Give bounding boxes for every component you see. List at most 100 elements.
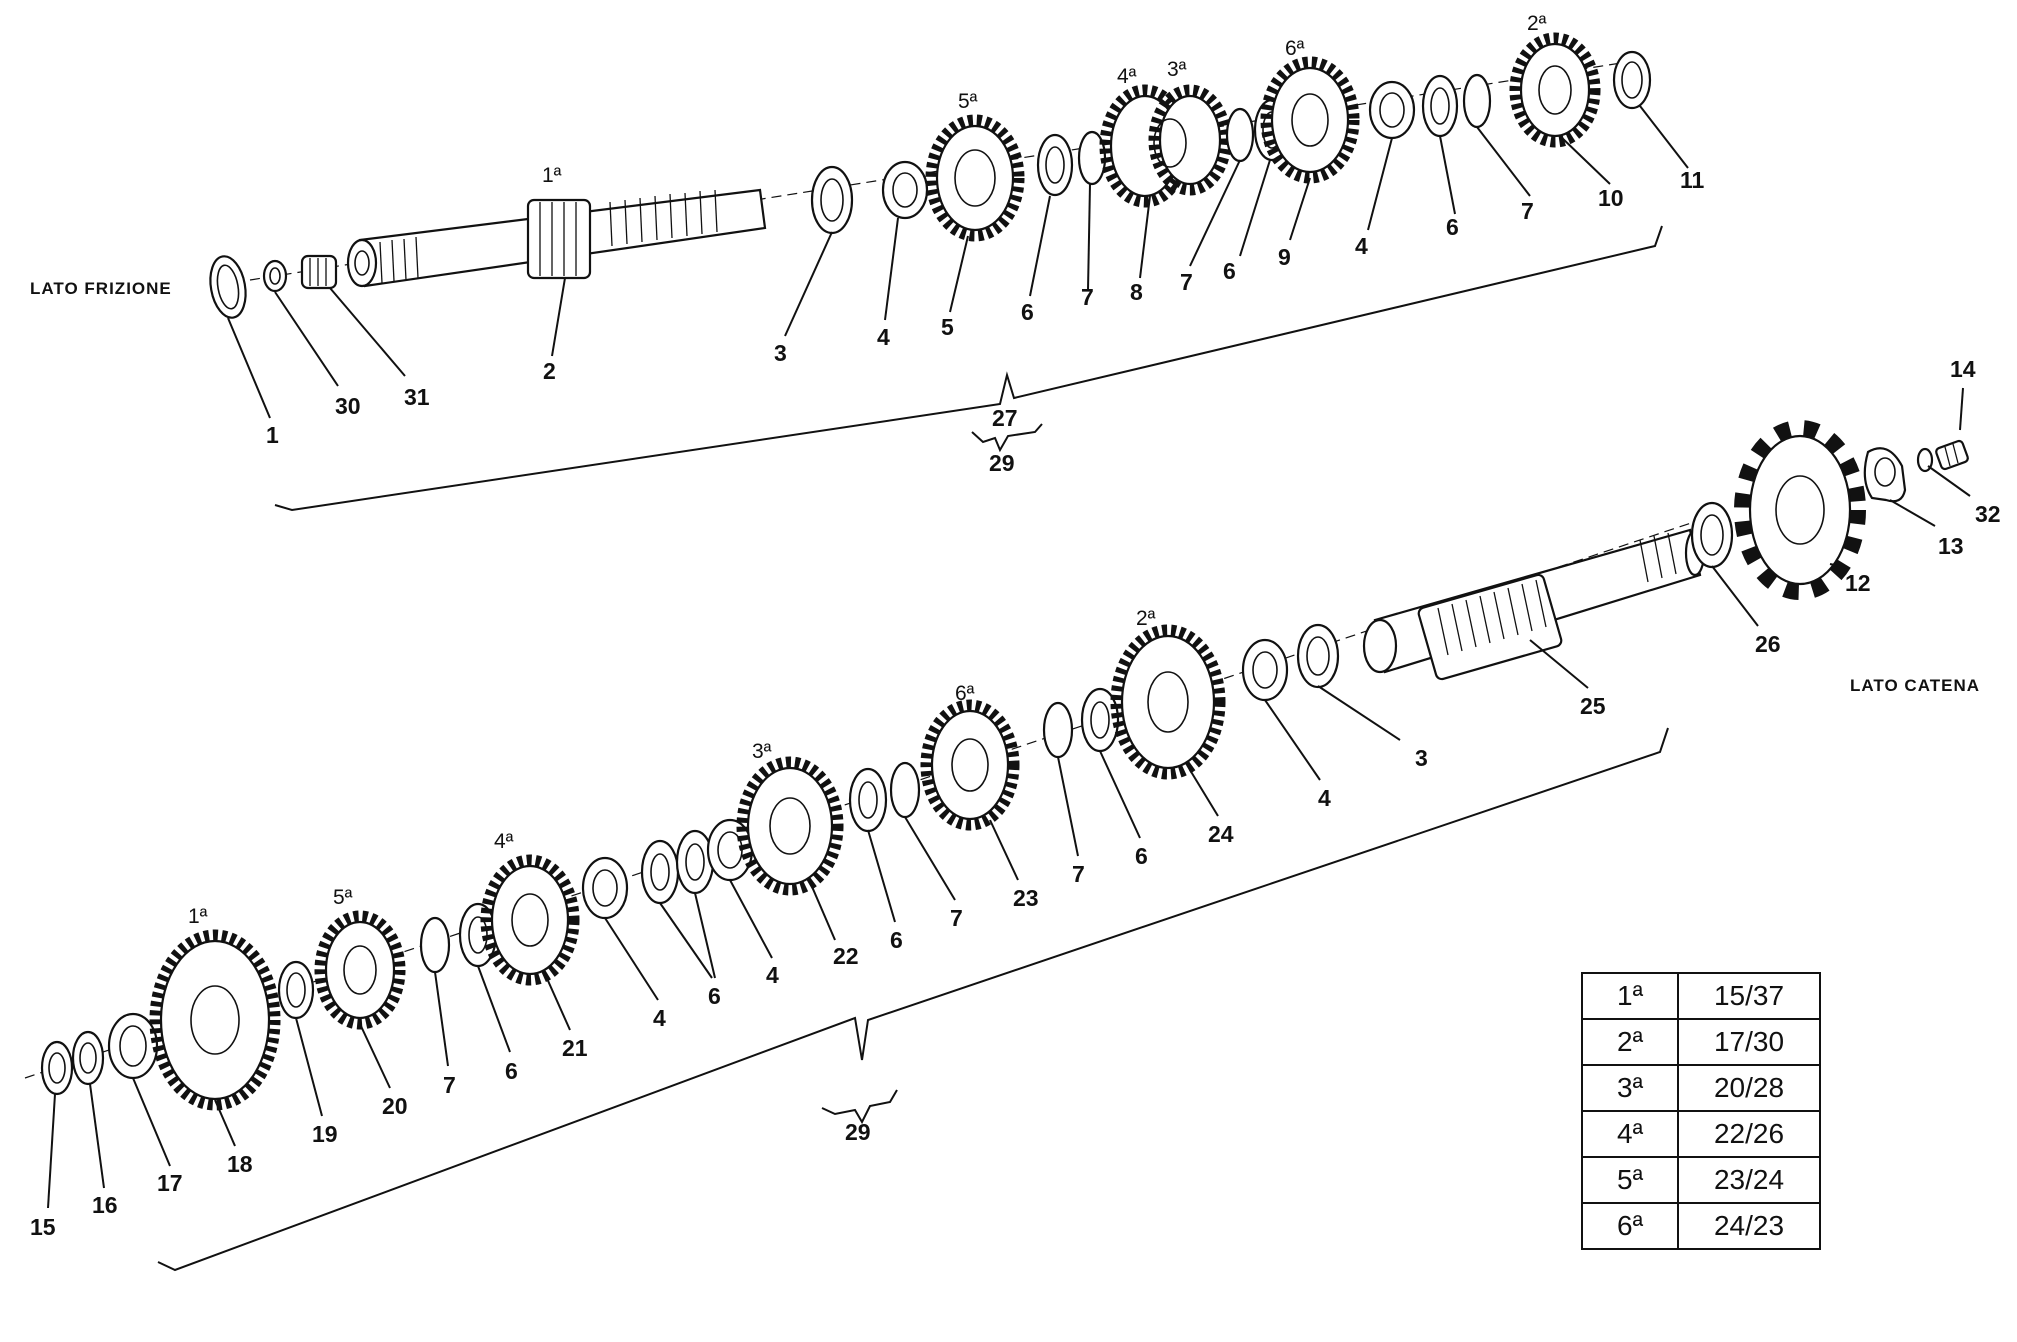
callout-32: 32	[1975, 501, 2001, 527]
splined-washer-6c	[1421, 74, 1459, 138]
callout-7e: 7	[950, 905, 963, 931]
circlip-7c	[1462, 73, 1492, 129]
callout-20: 20	[382, 1093, 408, 1119]
washer-19	[277, 960, 315, 1020]
gear-label-1st-sec: 1ª	[188, 905, 208, 928]
callout-4d: 4	[766, 962, 779, 988]
callout-6e: 6	[708, 983, 721, 1009]
gear-2nd-primary	[1509, 32, 1601, 148]
callout-6h: 6	[1135, 843, 1148, 869]
gear-5th-primary	[925, 114, 1025, 242]
needle-cage-4b	[1368, 80, 1416, 140]
callout-9: 9	[1278, 244, 1291, 270]
group-callout-29: 29	[989, 450, 1015, 476]
callout-4e: 4	[1318, 785, 1331, 811]
ratio-value-cell: 20/28	[1677, 1064, 1821, 1112]
callout-21: 21	[562, 1035, 588, 1061]
gear-label-2nd-sec: 2ª	[1136, 607, 1156, 630]
gear-label-6th: 6ª	[1285, 37, 1305, 60]
callout-30: 30	[335, 393, 361, 419]
callout-7c: 7	[1521, 198, 1534, 224]
gear-4th-secondary	[480, 854, 580, 986]
callout-16: 16	[92, 1192, 118, 1218]
label-clutch-side: LATO FRIZIONE	[30, 279, 172, 298]
gear-label-5th: 5ª	[958, 90, 978, 113]
thrust-washer-11	[1612, 50, 1652, 110]
primary-callouts: 1 30 31 2 3 4 5 6 7 8 7 6 9 4 6 7 10 11 …	[266, 167, 1705, 476]
secondary-callouts: 15 16 17 18 19 20 7 6 21 4 6 4 22 6 7 23…	[30, 356, 2001, 1240]
gear-2nd-secondary	[1110, 624, 1226, 780]
gear-6th-primary	[1260, 56, 1360, 184]
ratio-gear-cell: 1ª	[1581, 972, 1679, 1020]
callout-4: 4	[877, 324, 890, 350]
needle-bearing-17	[107, 1012, 159, 1080]
callout-6g: 6	[890, 927, 903, 953]
callout-2: 2	[543, 358, 556, 384]
gear-label-2nd: 2ª	[1527, 12, 1547, 35]
group-callout-27: 27	[992, 405, 1018, 431]
gear-label-1st: 1ª	[542, 164, 562, 187]
ratio-value-cell: 17/30	[1677, 1018, 1821, 1066]
gear-label-4th-sec: 4ª	[494, 830, 514, 853]
ratio-value-cell: 23/24	[1677, 1156, 1821, 1204]
callout-31: 31	[404, 384, 430, 410]
needle-cage-4	[881, 160, 929, 220]
secondary-shaft-assembly: 1ª 5ª 4ª 3ª 6ª 2ª	[24, 356, 2001, 1272]
splined-washer-6g	[848, 767, 888, 833]
gear-label-3rd: 3ª	[1167, 58, 1187, 81]
secondary-shaft	[1362, 528, 1706, 681]
integral-gear-1st	[526, 198, 592, 280]
callout-1: 1	[266, 422, 279, 448]
callout-6c: 6	[1446, 214, 1459, 240]
callout-7b: 7	[1180, 269, 1193, 295]
gear-cluster-4th-3rd	[1099, 84, 1232, 208]
callout-12: 12	[1845, 570, 1871, 596]
washer-16	[71, 1030, 105, 1086]
callout-19: 19	[312, 1121, 338, 1147]
splined-washer-6e	[640, 839, 680, 905]
circlip-7b	[1225, 107, 1255, 163]
group-callout-29b: 29	[845, 1119, 871, 1145]
callout-10: 10	[1598, 185, 1624, 211]
callout-4c: 4	[653, 1005, 666, 1031]
secondary-leader-lines	[47, 387, 1971, 1209]
circlip-7e	[889, 761, 921, 819]
primary-shaft	[346, 188, 767, 288]
callout-7d: 7	[443, 1072, 456, 1098]
callout-14: 14	[1950, 356, 1976, 382]
ratio-gear-cell: 3ª	[1581, 1064, 1679, 1112]
primary-leader-lines	[227, 105, 1689, 419]
gear-6th-secondary	[920, 699, 1020, 831]
needle-bearing-31	[300, 254, 338, 290]
callout-15: 15	[30, 1214, 56, 1240]
gear-3rd-secondary	[736, 756, 844, 896]
splined-washer-6	[1036, 133, 1074, 197]
gear-1st-secondary	[149, 929, 281, 1111]
callout-6: 6	[1021, 299, 1034, 325]
callout-6d: 6	[505, 1058, 518, 1084]
callout-3b: 3	[1415, 745, 1428, 771]
callout-6b: 6	[1223, 258, 1236, 284]
bolt-14	[1935, 439, 1969, 471]
needle-cage-4e	[1241, 638, 1289, 702]
callout-26: 26	[1755, 631, 1781, 657]
callout-13: 13	[1938, 533, 1964, 559]
callout-11: 11	[1680, 167, 1705, 193]
splined-washer-6f	[675, 829, 715, 895]
callout-25: 25	[1580, 693, 1606, 719]
callout-7: 7	[1081, 284, 1094, 310]
circlip-7f	[1042, 701, 1074, 759]
ratio-gear-cell: 4ª	[1581, 1110, 1679, 1158]
circlip-7d	[419, 916, 451, 974]
callout-7f: 7	[1072, 861, 1085, 887]
lock-plate-13	[1863, 447, 1907, 503]
washer-1	[209, 255, 247, 319]
primary-shaft-assembly: 1ª 5ª 4ª 3ª 6ª 2ª	[30, 12, 1705, 512]
ratio-gear-cell: 5ª	[1581, 1156, 1679, 1204]
callout-5: 5	[941, 314, 954, 340]
